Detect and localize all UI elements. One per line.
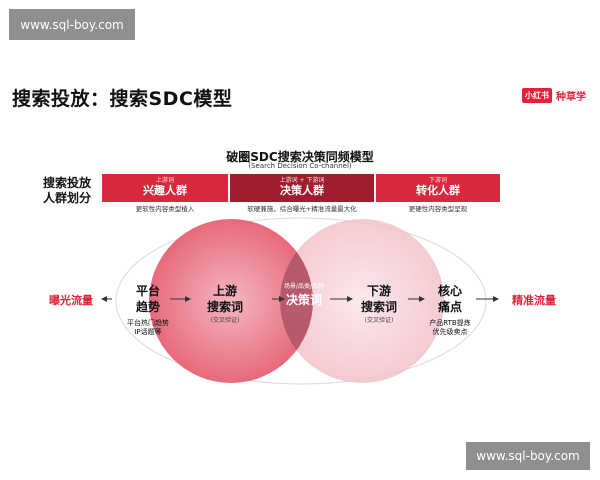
brand-logo: 小红书 种草学 (522, 88, 586, 103)
platform-trend-note: 平台热门趋势 IP话题等 (118, 319, 178, 337)
row-label: 搜索投放 人群划分 (36, 176, 98, 206)
core-line-1: 核心 (437, 284, 462, 298)
core-note-1: 产品RTB提炼 (429, 319, 471, 327)
downstream-line-2: 搜索词 (360, 300, 397, 314)
band-conversion-desc: 更硬性内容类型呈现 (408, 205, 468, 213)
decision-note: 场景/品类/品牌 (283, 283, 325, 290)
downstream-line-1: 下游 (366, 284, 391, 298)
core-note-2: 优先级卖点 (432, 328, 468, 336)
upstream-line-1: 上游 (212, 284, 237, 298)
row-label-line-2: 人群划分 (42, 191, 91, 205)
downstream-note: (交叉验证) (364, 317, 394, 324)
band-decision: 上游词 + 下游词 决策人群 (230, 174, 374, 202)
band-interest-name: 兴趣人群 (143, 184, 187, 197)
band-interest-desc: 更软性内容类型植入 (135, 205, 195, 213)
watermark-bottom: www.sql-boy.com (466, 442, 590, 470)
diagram-title: 破圈SDC搜索决策同频模型 (226, 150, 374, 164)
core-line-2: 痛点 (437, 300, 462, 314)
band-conversion: 下游词 转化人群 (376, 174, 500, 202)
logo-text: 种草学 (556, 92, 586, 103)
platform-trend-label: 平台 趋势 (126, 283, 170, 315)
diagram-subtitle: (Search Decision Co-channel) (248, 162, 352, 170)
platform-line-2: 趋势 (135, 300, 160, 314)
platform-note-1: 平台热门趋势 (127, 319, 169, 327)
watermark-top: www.sql-boy.com (9, 9, 135, 40)
decision-keyword-label: 决策词 (285, 293, 322, 307)
precise-traffic-label: 精准流量 (512, 294, 556, 307)
band-conversion-tag: 下游词 (428, 177, 447, 184)
row-label-line-1: 搜索投放 (42, 176, 91, 190)
band-decision-desc: 软硬兼施，综合曝光+精准流量最大化 (247, 205, 357, 213)
exposure-traffic-label: 曝光流量 (49, 294, 93, 307)
upstream-line-2: 搜索词 (206, 300, 243, 314)
platform-note-2: IP话题等 (134, 328, 162, 336)
upstream-keyword-label: 上游 搜索词 (192, 283, 258, 315)
upstream-circle (149, 219, 313, 383)
core-pain-label: 核心 痛点 (428, 283, 472, 315)
band-interest: 上游词 兴趣人群 (102, 174, 228, 202)
outer-ellipse (115, 217, 487, 385)
downstream-circle (280, 219, 444, 383)
core-pain-note: 产品RTB提炼 优先级卖点 (420, 319, 480, 337)
band-interest-tag: 上游词 (155, 177, 174, 184)
slide-title: 搜索投放：搜索SDC模型 (12, 88, 233, 110)
logo-badge: 小红书 (522, 88, 552, 103)
band-decision-name: 决策人群 (280, 184, 324, 197)
downstream-keyword-label: 下游 搜索词 (346, 283, 412, 315)
band-conversion-name: 转化人群 (416, 184, 460, 197)
upstream-note: (交叉验证) (210, 317, 240, 324)
band-decision-tag: 上游词 + 下游词 (279, 177, 325, 184)
platform-line-1: 平台 (135, 284, 160, 298)
